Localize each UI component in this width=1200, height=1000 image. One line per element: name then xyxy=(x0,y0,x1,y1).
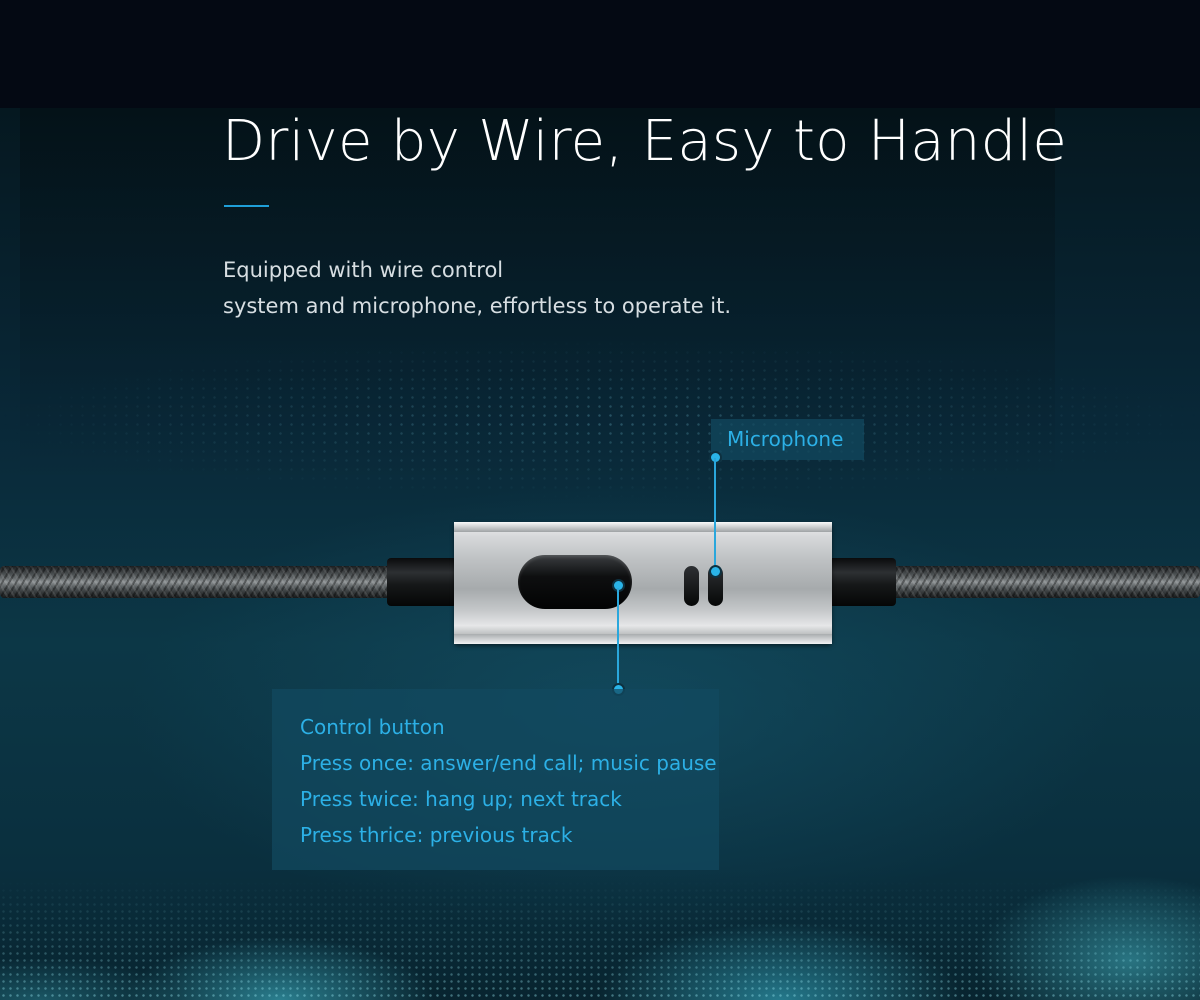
sound-wave-glow xyxy=(0,860,1200,1000)
microphone-callout-dot xyxy=(709,565,722,578)
control-callout-line-1: Press once: answer/end call; music pause xyxy=(300,751,717,775)
cable-collar-right xyxy=(826,558,896,606)
background-panel xyxy=(20,108,1055,488)
microphone-callout-line xyxy=(714,458,716,570)
top-bar xyxy=(0,0,1200,108)
inline-remote xyxy=(454,522,832,644)
control-callout-line-2: Press twice: hang up; next track xyxy=(300,787,622,811)
description-line-1: Equipped with wire control xyxy=(223,258,504,282)
description: Equipped with wire control system and mi… xyxy=(223,252,823,324)
title-underline xyxy=(224,205,269,207)
description-line-2: system and microphone, effortless to ope… xyxy=(223,294,732,318)
remote-top-edge xyxy=(454,522,832,532)
microphone-slot-left xyxy=(684,566,699,606)
control-callout-title: Control button xyxy=(300,715,445,739)
cable-collar-left xyxy=(387,558,457,606)
remote-bottom-edge xyxy=(454,634,832,644)
sound-wave-dots xyxy=(0,880,1200,1000)
control-callout-line xyxy=(617,588,619,686)
page-title: Drive by Wire, Easy to Handle xyxy=(222,109,1068,174)
control-button-callout: Control button Press once: answer/end ca… xyxy=(272,689,719,870)
background-particles xyxy=(0,330,1200,510)
control-callout-line-3: Press thrice: previous track xyxy=(300,823,573,847)
microphone-callout: Microphone xyxy=(711,419,864,460)
